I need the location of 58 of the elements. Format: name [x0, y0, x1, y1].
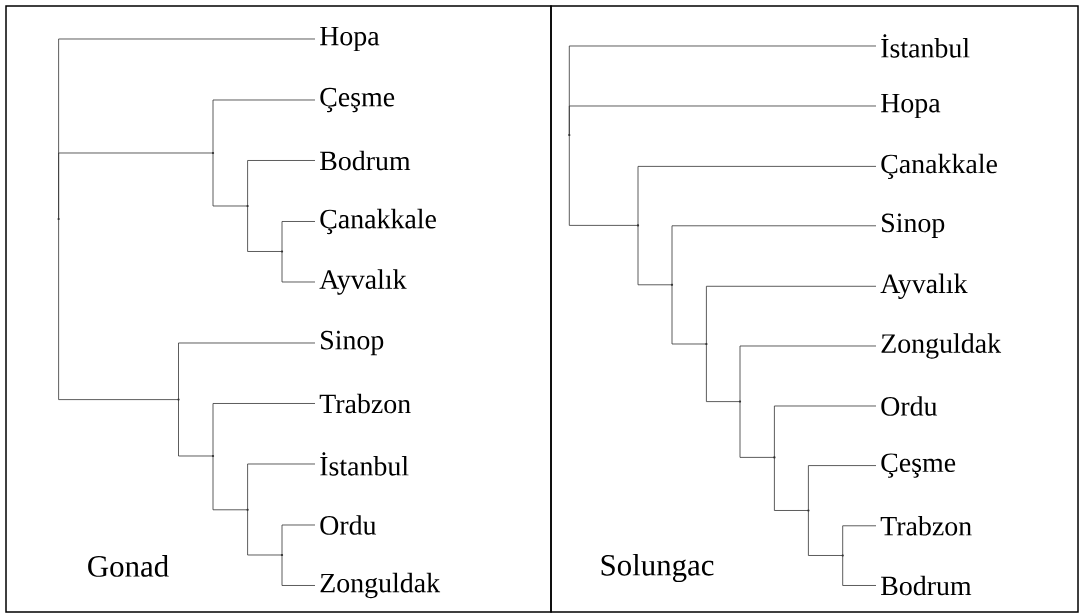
tree-branch — [706, 343, 741, 402]
taxon-label: İstanbul — [881, 34, 970, 58]
taxon-label: Ayvalık — [880, 273, 968, 299]
tree-branch — [671, 284, 707, 345]
tree-branch — [247, 463, 316, 511]
tree-branch — [247, 205, 283, 252]
panel-title: Gonad — [88, 555, 169, 577]
tree-branch — [671, 225, 877, 286]
taxon-label: İstanbul — [320, 452, 409, 476]
taxon-label: Çeşme — [320, 87, 395, 113]
tree-branch — [739, 401, 775, 458]
tree-branch — [58, 152, 214, 220]
taxon-label: Trabzon — [880, 515, 972, 536]
tree-branch — [281, 221, 316, 252]
taxon-label: Sinop — [321, 330, 384, 356]
tree-branch — [739, 345, 877, 402]
taxon-label: Ordu — [320, 515, 377, 535]
tree-branch — [212, 455, 248, 511]
taxon-label: Ayvalık — [319, 269, 407, 295]
tree-branch — [842, 525, 877, 556]
tree-branch — [774, 457, 809, 511]
taxon-label: Çanakkale — [320, 208, 436, 235]
taxon-label: Bodrum — [320, 150, 411, 171]
tree-branch — [212, 403, 316, 457]
branch-point — [177, 398, 180, 401]
tree-branch — [281, 251, 316, 283]
tree-branch — [178, 342, 316, 400]
tree-branch — [774, 405, 877, 458]
taxon-label: Hopa — [320, 26, 380, 52]
taxon-label: Çeşme — [881, 453, 956, 478]
tree-branch — [808, 510, 844, 556]
tree-branch — [281, 554, 316, 586]
taxon-label: Bodrum — [881, 575, 972, 596]
taxon-label: Zonguldak — [320, 572, 441, 599]
tree-branch — [212, 99, 316, 154]
branch-point — [568, 133, 571, 137]
tree-branch — [637, 166, 877, 226]
tree-branch — [842, 555, 877, 586]
taxon-label: Çanakkale — [881, 153, 997, 180]
tree-branch — [247, 509, 283, 556]
taxon-label: Hopa — [881, 93, 941, 119]
panel-title: Solungac — [601, 553, 714, 583]
taxon-label: Sinop — [882, 213, 945, 238]
tree-branch — [178, 399, 214, 457]
branch-point — [246, 508, 249, 511]
tree-branch — [637, 225, 673, 286]
tree-branch — [247, 160, 316, 207]
taxon-label: Zonguldak — [881, 333, 1002, 359]
tree-branch — [58, 218, 179, 400]
tree-branch — [568, 105, 877, 136]
tree-branch — [706, 285, 877, 345]
tree-branch — [568, 134, 639, 226]
branch-point — [841, 554, 844, 557]
tree-branch — [808, 465, 877, 511]
taxon-label: Ordu — [881, 396, 938, 416]
tree-branch — [212, 152, 248, 207]
taxon-label: Trabzon — [319, 393, 411, 414]
tree-branch — [281, 524, 316, 556]
